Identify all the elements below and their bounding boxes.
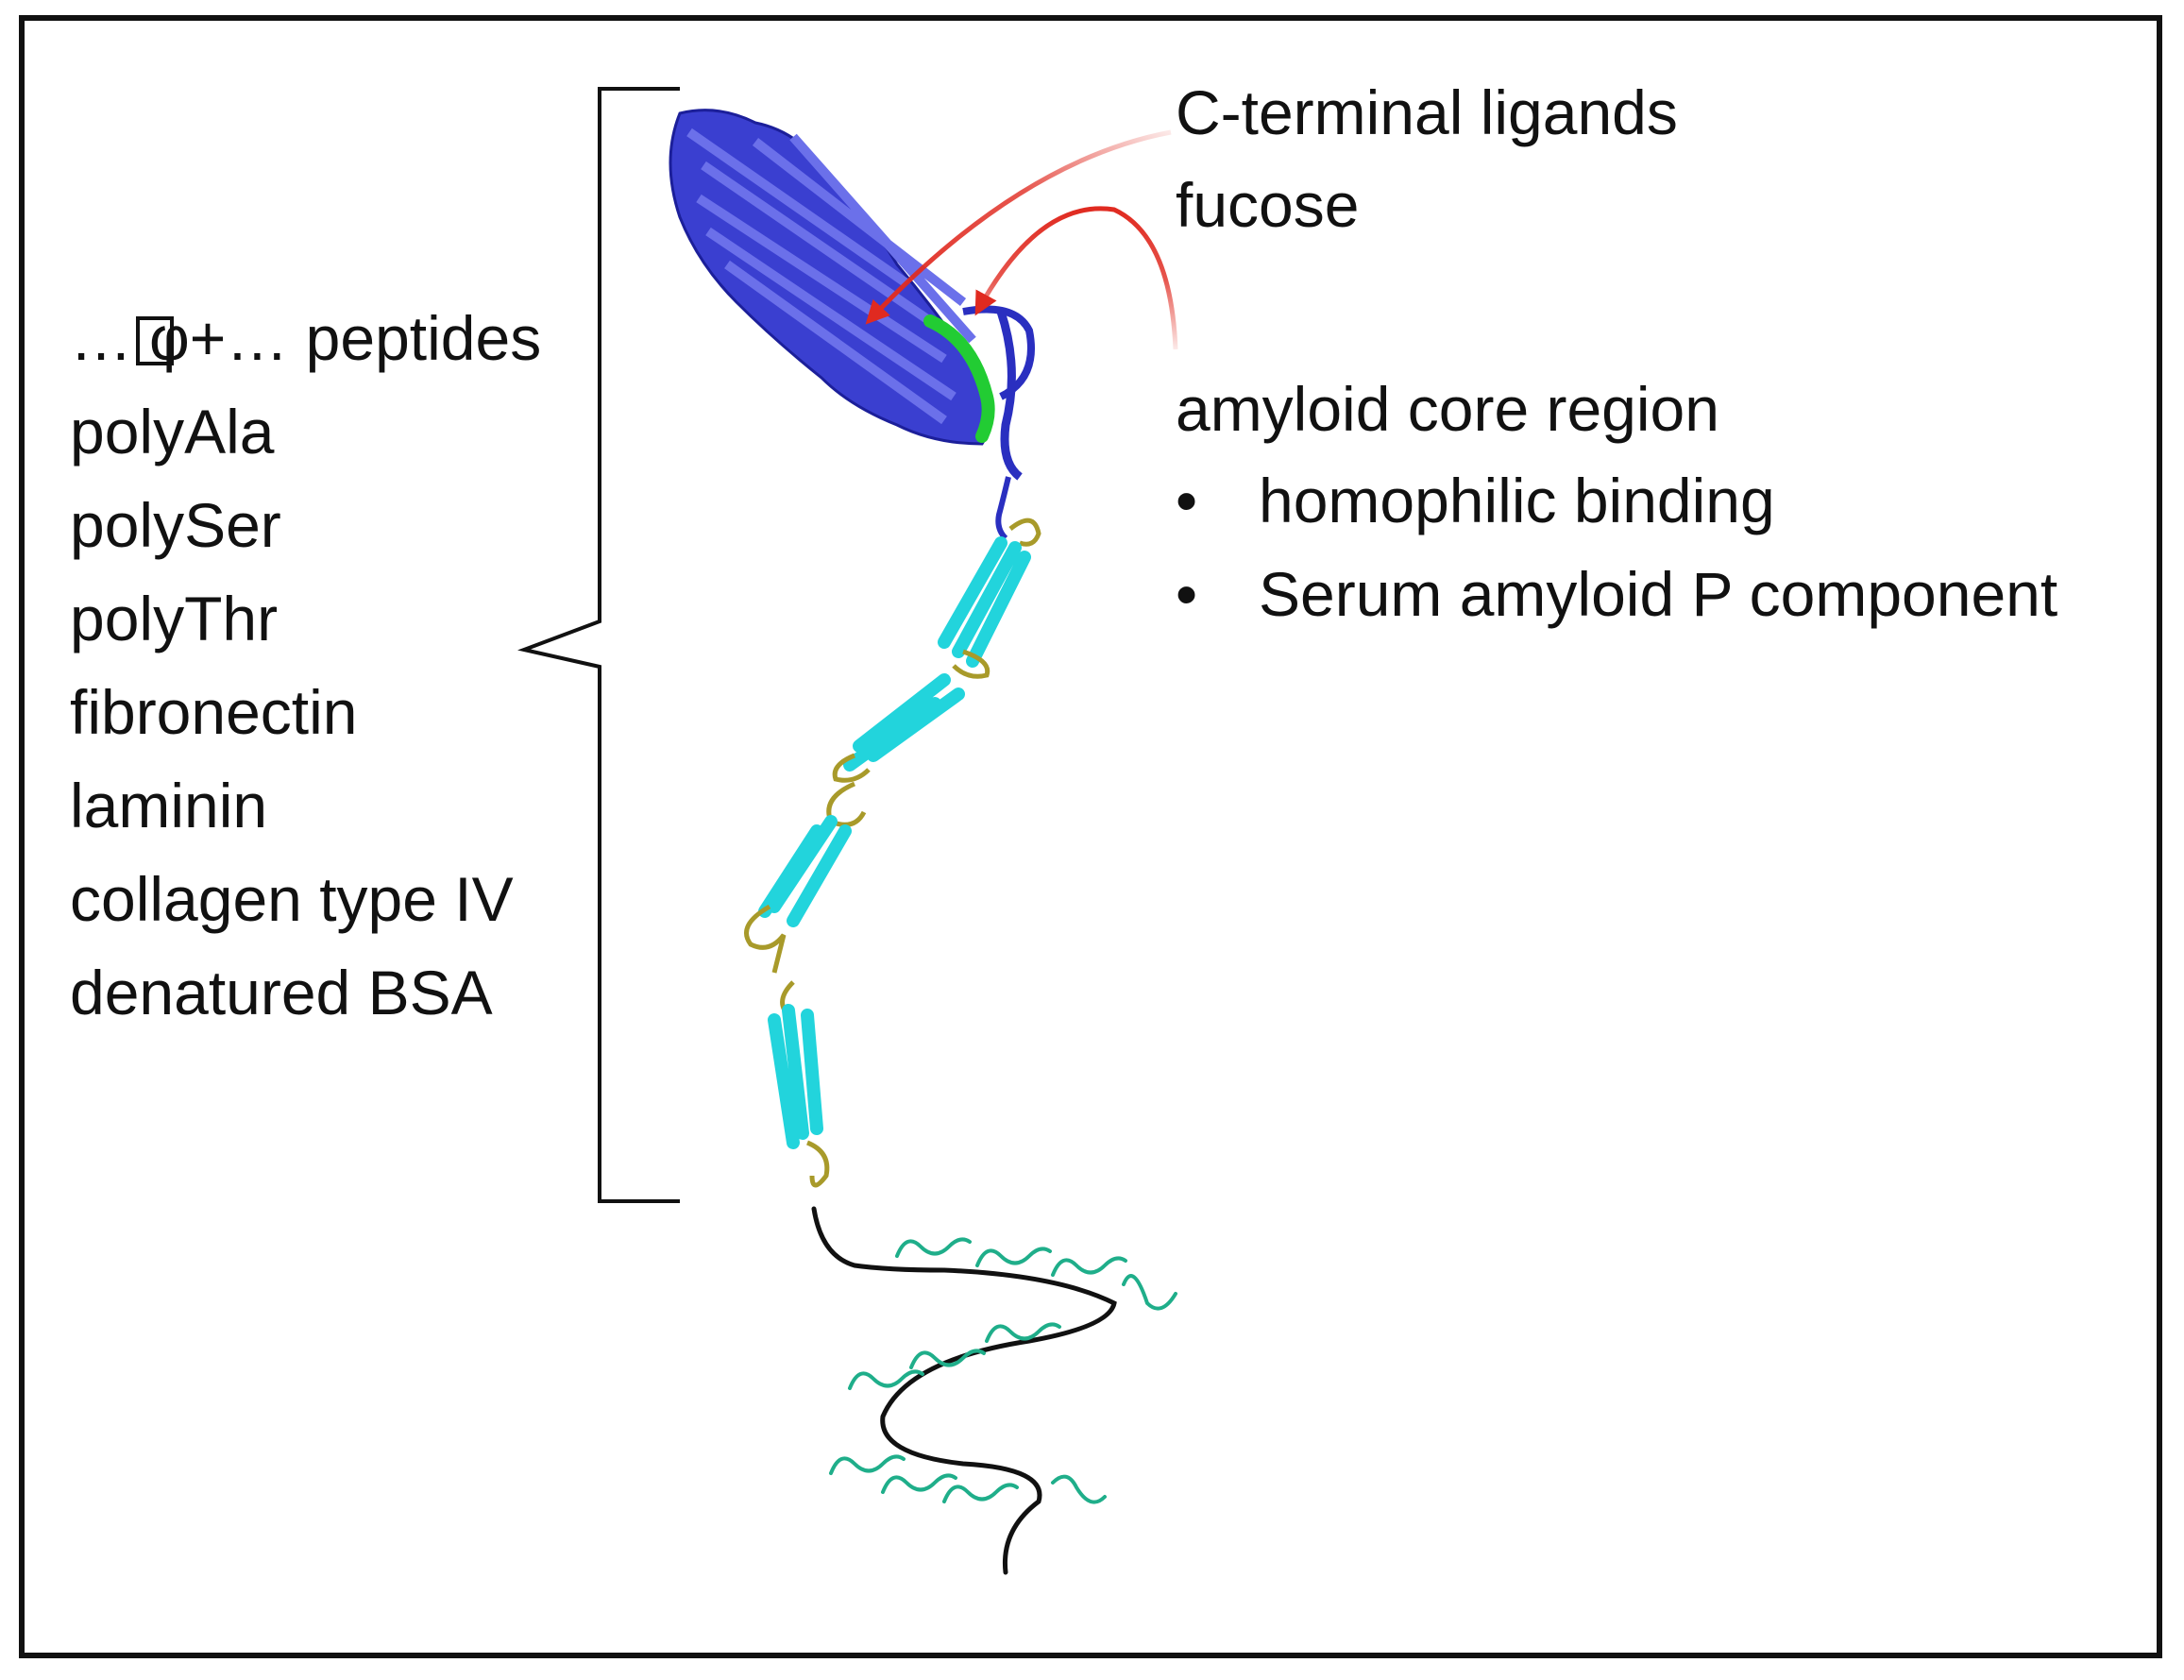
bullet-homophilic: •homophilic binding [1176, 466, 1775, 535]
ligand-polythr: polyThr [70, 584, 279, 653]
label-c-terminal: C-terminal ligands [1176, 77, 1678, 147]
ligand-peptides: …φ+… peptides [70, 303, 542, 373]
ligand-bsa: denatured BSA [70, 958, 493, 1027]
label-amyloid-core: amyloid core region [1176, 374, 1719, 444]
amyloid-bullets: •homophilic binding •Serum amyloid P com… [1176, 465, 2057, 652]
arrow-fucose [974, 206, 1178, 350]
linker [995, 476, 1011, 541]
stalk [811, 1206, 1117, 1575]
ligand-polyser: polySer [70, 490, 281, 560]
amyloid-core-strand [923, 314, 995, 443]
glycans [829, 1237, 1177, 1504]
ligand-laminin: laminin [70, 771, 268, 840]
ligand-polyala: polyAla [70, 397, 275, 467]
n-terminal-domain [669, 109, 1035, 481]
bullet-sap: •Serum amyloid P component [1176, 559, 2058, 629]
arrow-c-terminal [865, 129, 1172, 325]
label-fucose: fucose [1176, 170, 1360, 240]
ligand-bracket [517, 87, 680, 1203]
ligand-collagen: collagen type IV [70, 864, 514, 934]
t-domains [744, 518, 1041, 1188]
ligand-fibronectin: fibronectin [70, 677, 358, 747]
figure-frame [19, 15, 2162, 1658]
missing-glyph-box [136, 316, 174, 365]
ligand-list: …φ+… peptides polyAla polySer polyThr fi… [70, 302, 541, 1050]
